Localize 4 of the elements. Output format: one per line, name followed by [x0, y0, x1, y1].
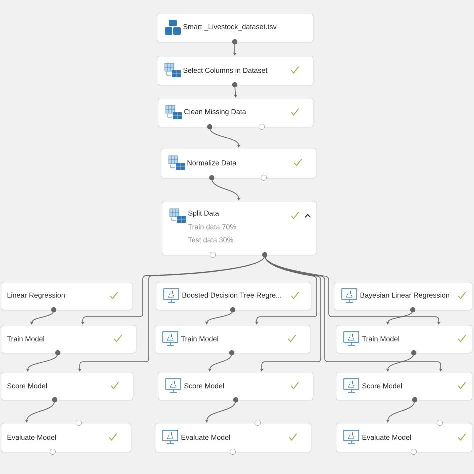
connector — [212, 178, 241, 201]
connector — [264, 255, 443, 372]
connector — [264, 255, 441, 325]
connector — [210, 127, 241, 148]
